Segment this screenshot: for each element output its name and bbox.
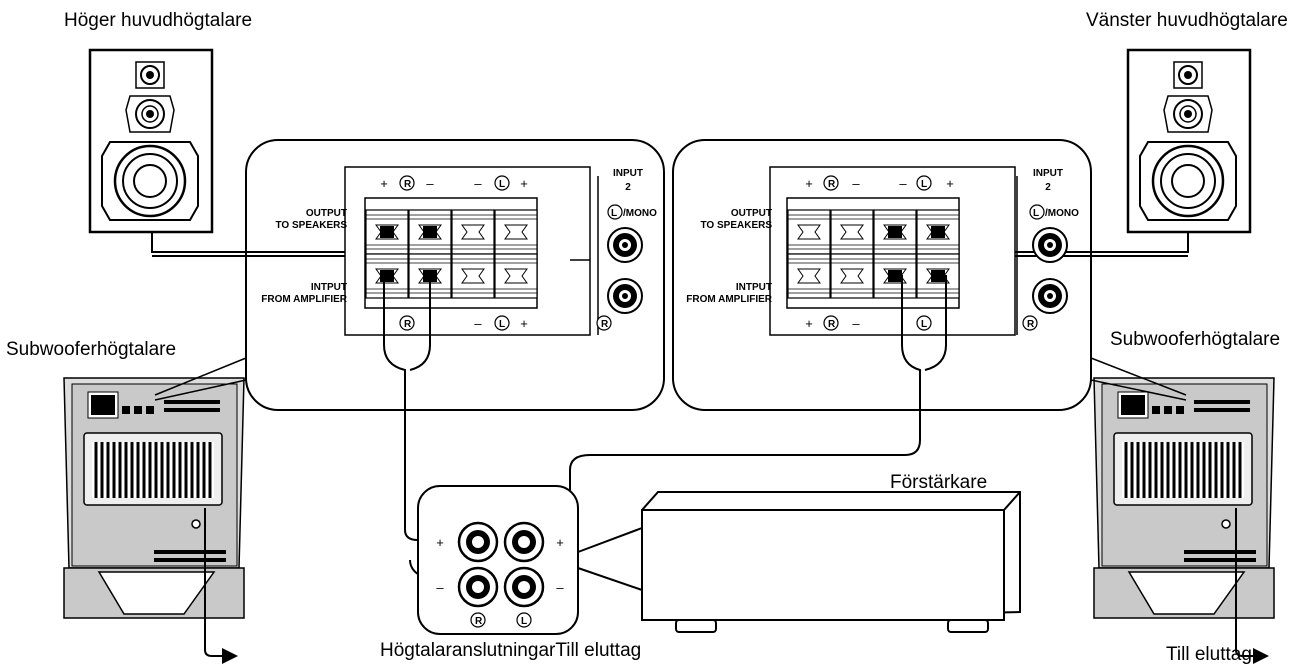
arrow-icon [1253, 648, 1269, 664]
sub-left-callout [154, 357, 247, 401]
subwoofer-left [62, 376, 246, 620]
left-main-speaker [1126, 48, 1252, 234]
plus-sign: + [520, 176, 528, 191]
subwoofer-right [1092, 376, 1276, 620]
input-title: INTPUT [736, 282, 772, 293]
plus-sign: + [946, 176, 954, 191]
amp-connector-callout [417, 485, 579, 635]
right-terminal-panel [769, 166, 1068, 336]
label-bottom-center: HögtalaranslutningarTill eluttag [380, 640, 642, 661]
output-title: OUTPUT [731, 208, 772, 219]
plus-sign: + [520, 316, 528, 331]
input2-num: 2 [1045, 182, 1051, 193]
amp-binding-posts: + + – – R L [436, 521, 564, 628]
plus-sign: + [805, 316, 813, 331]
mono-label: /MONO [623, 208, 657, 219]
callout-pointer [577, 527, 643, 591]
l-mark: L [499, 179, 505, 190]
l-mark: L [1033, 208, 1039, 219]
input2-num: 2 [625, 182, 631, 193]
input2-title: INPUT [1033, 168, 1063, 179]
r-mark: R [404, 319, 412, 330]
sub-right-callout [1090, 357, 1187, 401]
mono-label: /MONO [1045, 208, 1079, 219]
amplifier [641, 491, 1021, 633]
right-speaker-wire [151, 232, 384, 253]
r-mark: R [828, 179, 836, 190]
l-mark: L [521, 616, 527, 627]
minus-sign: – [474, 316, 482, 331]
left-panel-text: OUTPUT TO SPEAKERS INTPUT FROM AMPLIFIER… [261, 168, 657, 331]
input-sub: FROM AMPLIFIER [686, 294, 773, 305]
output-sub: TO SPEAKERS [276, 220, 348, 231]
plus-sign: + [556, 535, 564, 550]
minus-sign: – [426, 176, 434, 191]
l-mark: L [611, 208, 617, 219]
input-sub: FROM AMPLIFIER [261, 294, 348, 305]
input-title: INTPUT [311, 282, 347, 293]
l-mark: L [921, 179, 927, 190]
label-subwoofer-right: Subwooferhögtalare [1110, 329, 1281, 350]
plus-sign: + [436, 535, 444, 550]
arrow-icon [222, 648, 238, 664]
input2-title: INPUT [613, 168, 643, 179]
l-mark: L [499, 319, 505, 330]
minus-sign: – [436, 580, 444, 595]
plus-sign: + [380, 176, 388, 191]
minus-sign: – [852, 176, 860, 191]
minus-sign: – [556, 580, 564, 595]
label-bottom-right: Till eluttag [1166, 644, 1252, 665]
right-main-speaker [88, 48, 214, 234]
label-amplifier: Förstärkare [890, 472, 988, 493]
minus-sign: – [899, 176, 907, 191]
label-right-main-speaker: Höger huvudhögtalare [64, 10, 253, 31]
r-mark: R [828, 319, 836, 330]
output-title: OUTPUT [306, 208, 347, 219]
l-mark: L [921, 319, 927, 330]
minus-sign: – [852, 316, 860, 331]
minus-sign: – [474, 176, 482, 191]
r-mark: R [601, 319, 609, 330]
r-mark: R [475, 616, 483, 627]
left-terminal-panel [344, 166, 643, 336]
power-cord-left [204, 508, 225, 657]
r-mark: R [1027, 319, 1035, 330]
left-speaker-wire [953, 232, 1189, 253]
label-subwoofer-left: Subwooferhögtalare [6, 339, 177, 360]
right-panel-text: OUTPUT TO SPEAKERS INTPUT FROM AMPLIFIER… [686, 168, 1079, 331]
power-cord-right [1235, 508, 1256, 657]
r-mark: R [404, 179, 412, 190]
plus-sign: + [805, 176, 813, 191]
label-left-main-speaker: Vänster huvudhögtalare [1086, 10, 1288, 31]
output-sub: TO SPEAKERS [701, 220, 773, 231]
